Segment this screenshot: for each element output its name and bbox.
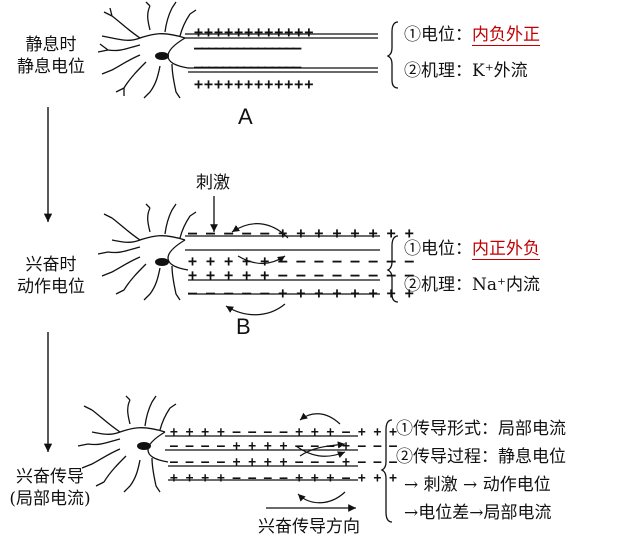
stimulus-label: 刺激	[196, 173, 230, 193]
membrane-a-inner-top: ———————————————	[194, 39, 301, 57]
stage-b-mechanism-value: Na⁺内流	[472, 275, 540, 295]
stage-b-mechanism: ②机理：Na⁺内流	[404, 274, 540, 296]
stage-b-potential-label: ①电位：	[404, 239, 472, 259]
stage-a-mechanism-value: K⁺外流	[472, 61, 528, 81]
bracket-b	[386, 235, 399, 303]
stage-a-potential-value: 内负外正	[472, 25, 540, 46]
membrane-c-top: + + + + – – – – + + + – + + +	[170, 425, 397, 440]
membrane-c-inner-bottom: – – – – + + + + – – – + – – –	[170, 455, 397, 470]
membrane-c-bottom: + + + + – – – – + + + – + + +	[170, 471, 397, 486]
membrane-b-inner-bottom: + + + + + – – – – – – – –	[188, 266, 414, 284]
stage-b-potential: ①电位：内正外负	[404, 238, 540, 260]
stage-b-title-line1: 兴奋时	[25, 255, 77, 275]
bracket-a	[386, 21, 399, 89]
stage-b-potential-value: 内正外负	[472, 239, 540, 260]
stage-c-item-2: ②传导过程：静息电位	[396, 447, 566, 467]
membrane-c-inner-top: – – – – + + + + – – – + – – –	[170, 439, 397, 454]
stage-c-item-3: → 刺激 → 动作电位	[404, 475, 551, 495]
stage-a-potential-label: ①电位：	[404, 25, 472, 45]
membrane-b-inner-top: + + + + + – – – – – – – –	[188, 252, 414, 270]
stage-b-mechanism-label: ②机理：	[404, 275, 472, 295]
neuron-a	[97, 1, 378, 99]
stage-c-title-line1: 兴奋传导	[16, 467, 84, 487]
stage-a-title-line2: 静息电位	[17, 57, 85, 77]
stage-a-mechanism: ②机理：K⁺外流	[404, 60, 528, 82]
marker-a: A	[238, 104, 253, 129]
neuron-c	[77, 395, 358, 512]
neuron-b	[97, 196, 380, 316]
membrane-b-top: – – – – – + + + + + + + +	[188, 224, 414, 242]
stage-b-title: 兴奋时 动作电位	[8, 254, 94, 298]
stage-c-title: 兴奋传导 (局部电流)	[0, 466, 100, 510]
membrane-a-top: ++++++++++++	[194, 23, 315, 41]
stage-c-title-line2: (局部电流)	[9, 489, 91, 509]
stage-b-title-line2: 动作电位	[17, 277, 85, 297]
direction-label: 兴奋传导方向	[258, 517, 360, 537]
membrane-a-bottom: ++++++++++++	[194, 75, 315, 93]
stage-c-item-1: ①传导形式：局部电流	[396, 419, 566, 439]
stage-a-title: 静息时 静息电位	[8, 34, 94, 78]
stage-a-title-line1: 静息时	[25, 35, 77, 55]
membrane-a-inner-bottom: ———————————————	[194, 58, 301, 76]
bracket-c	[380, 419, 393, 523]
membrane-b-bottom: – – – – – + + + + + + + +	[188, 284, 414, 302]
stage-a-potential: ①电位：内负外正	[404, 24, 540, 46]
marker-b: B	[236, 314, 251, 339]
stage-c-item-4: →电位差→局部电流	[404, 503, 552, 523]
stage-a-mechanism-label: ②机理：	[404, 61, 472, 81]
